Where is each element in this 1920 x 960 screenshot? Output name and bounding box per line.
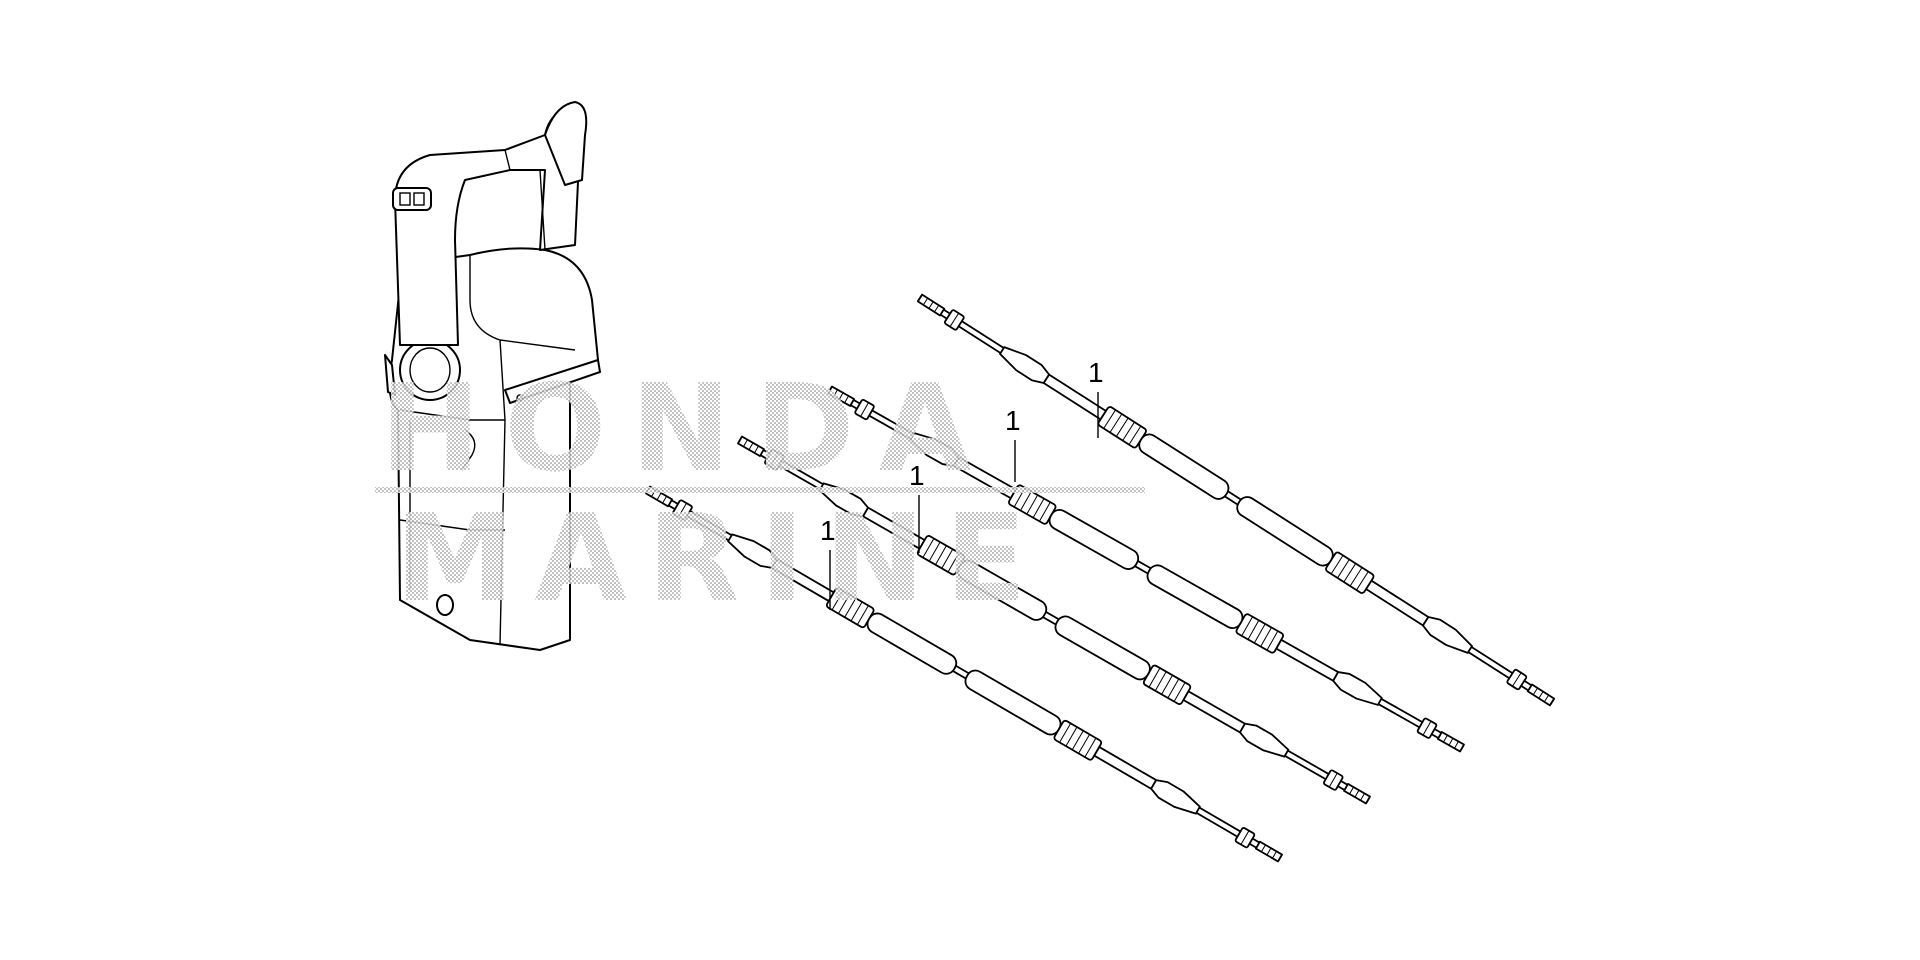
remote-control-box: [384, 101, 601, 651]
callout-cable-2: 1: [1005, 405, 1021, 436]
cable-1: [916, 293, 1556, 707]
callout-cable-3: 1: [909, 460, 925, 491]
brand-watermark: HONDA MARINE: [375, 360, 1145, 629]
watermark-line-1: HONDA: [380, 360, 995, 499]
control-cables: [645, 293, 1556, 863]
watermark-line-2: MARINE: [395, 490, 1047, 629]
cable-3: [737, 435, 1371, 805]
callout-cable-4: 1: [820, 515, 836, 546]
cable-4: [645, 485, 1283, 863]
callouts: 1 1 1 1: [820, 357, 1104, 610]
callout-cable-1: 1: [1088, 357, 1104, 388]
lever-switch: [392, 187, 432, 211]
